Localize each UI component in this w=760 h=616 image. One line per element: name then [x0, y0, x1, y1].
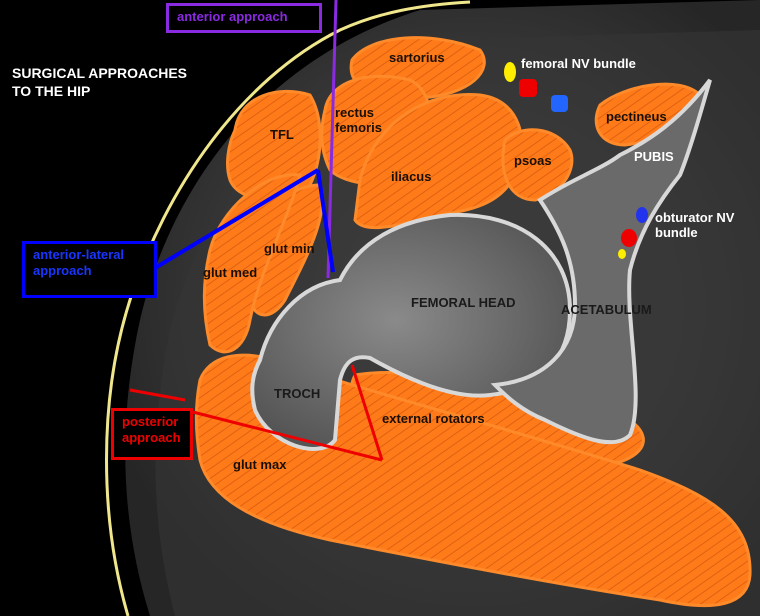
obturator-artery — [621, 229, 637, 247]
muscles — [194, 36, 752, 607]
obturator-nerve — [618, 249, 626, 259]
pubis-label: PUBIS — [634, 149, 674, 164]
acetabulum-pubis-bone — [490, 78, 712, 445]
tfl-label: TFL — [270, 127, 294, 142]
rectus-femoris-label: rectus femoris — [335, 105, 382, 135]
glut-max-label: glut max — [233, 457, 287, 472]
sartorius-label: sartorius — [389, 50, 445, 65]
troch-label: TROCH — [274, 386, 321, 401]
femoral-nerve — [504, 62, 516, 82]
obturator-nv-bundle-label: obturator NV bundle — [655, 210, 735, 240]
external-rotators-label: external rotators — [382, 411, 485, 426]
glut-med-label: glut med — [203, 265, 258, 280]
anterior-approach-label: anterior approach — [166, 3, 322, 33]
femoral-vein — [551, 95, 568, 112]
femoral-nv-bundle-label: femoral NV bundle — [521, 56, 636, 71]
iliacus-label: iliacus — [391, 169, 432, 184]
obturator-vein — [636, 207, 648, 223]
glut-min-label: glut min — [264, 241, 315, 256]
psoas-label: psoas — [514, 153, 552, 168]
anterior-lateral-approach-label: anterior-lateral approach — [22, 241, 157, 298]
diagram-title: SURGICAL APPROACHES TO THE HIP — [12, 65, 188, 100]
posterior-approach-lines — [129, 364, 384, 462]
pectineus-label: pectineus — [606, 109, 667, 124]
glut-med-muscle — [202, 173, 302, 354]
femoral-head-label: FEMORAL HEAD — [411, 295, 516, 310]
bones — [250, 78, 712, 451]
skin-line — [105, 0, 471, 616]
anterior-lateral-approach-lines — [153, 168, 335, 273]
anterior-approach-line — [326, 0, 338, 279]
femoral-artery — [519, 79, 537, 97]
vessels — [504, 62, 648, 259]
psoas-muscle — [501, 128, 574, 202]
posterior-approach-label: posterior approach — [111, 408, 193, 460]
acetabulum-label: ACETABULUM — [561, 302, 652, 317]
